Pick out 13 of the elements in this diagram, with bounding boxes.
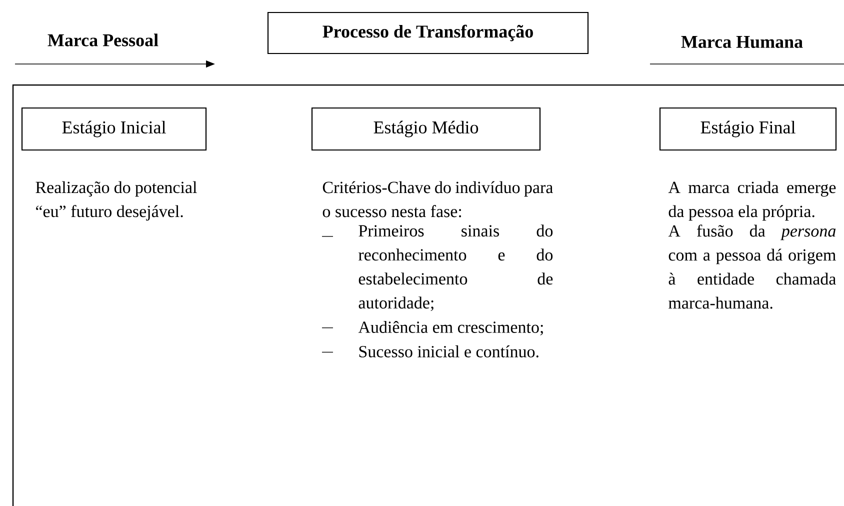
stage-box: Processo de Transformação xyxy=(267,12,589,54)
body-text: A fusão da persona com a pessoa dá origem à entidade chamada marca-humana. xyxy=(668,224,836,309)
heading-label: Marca Humana xyxy=(681,36,803,48)
body-text: Critérios-Chave do indivíduo para o sucesso nesta fase: xyxy=(322,181,553,218)
body-text: A marca criada emerge da pessoa ela própria. xyxy=(668,181,836,221)
body-text: Sucesso inicial e contínuo. xyxy=(359,345,538,358)
body-text: Primeiros sinais do reconhecimento e do estabelecimento de autoridade; xyxy=(358,224,553,312)
heading-label: Marca Pessoal xyxy=(48,34,158,46)
body-text: Audiência em crescimento; xyxy=(358,320,543,336)
stage-box: Estágio Médio xyxy=(311,107,541,151)
body-text: Realização do potencial “eu” futuro desejável. xyxy=(36,181,197,221)
stage-box: Estágio Final xyxy=(659,107,837,151)
stage-box: Estágio Inicial xyxy=(21,107,207,151)
